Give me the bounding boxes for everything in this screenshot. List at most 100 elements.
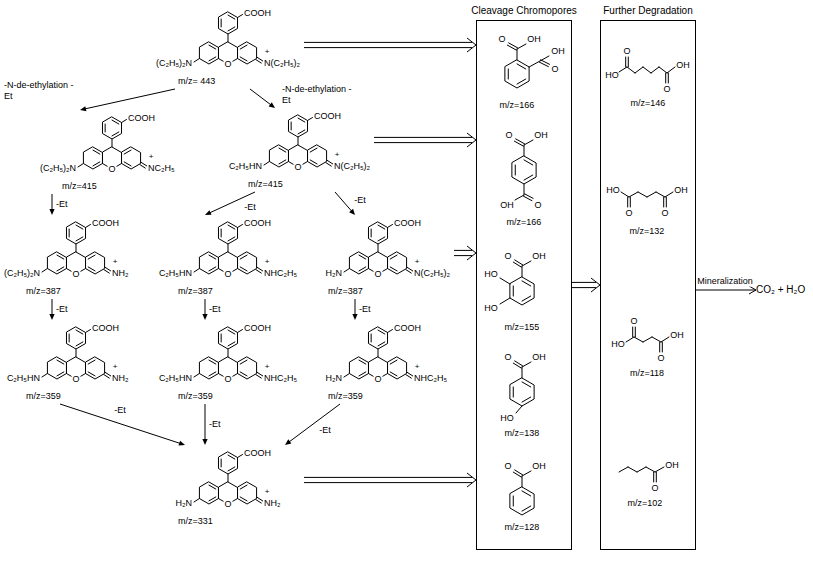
bond-line (653, 472, 654, 482)
bond-line (628, 57, 629, 67)
molecule-structure: COOHH₂NNHC₂H₅+Om/z=359 (304, 320, 454, 404)
bond-line (209, 497, 216, 501)
bond-line (522, 506, 531, 511)
reaction-arrow (696, 286, 756, 294)
bond-line (666, 197, 667, 207)
structure-lines (626, 327, 669, 352)
bond-line (209, 267, 216, 271)
molecule-structure: COOHH₂NN(C₂H₅)₂+Om/z=387 (304, 215, 454, 299)
bond-line (359, 372, 366, 376)
ring-line (388, 252, 407, 274)
bond-line (57, 267, 64, 271)
bond-line (524, 140, 533, 145)
ring-line (349, 357, 368, 379)
bond-line (643, 337, 652, 342)
bond-line (209, 255, 216, 259)
product-label: CO₂ + H₂O (756, 284, 807, 298)
ring-line (86, 357, 105, 379)
atom-label: CO₂ + H₂O (756, 284, 805, 296)
atom-label: COOH (244, 448, 271, 458)
bond-line (209, 360, 216, 364)
bond-line (634, 337, 643, 342)
bond-line (228, 244, 229, 252)
bond-line (76, 225, 83, 229)
bond-line (76, 342, 83, 346)
bond-line (635, 327, 636, 337)
bond-line (209, 485, 216, 489)
arrow-shaft (304, 42, 472, 43)
arrow-shaft (572, 282, 596, 283)
bond-line (637, 467, 646, 472)
bond-line (621, 192, 629, 197)
atom-label: NC₂H₅ (148, 163, 175, 173)
bond-line (515, 165, 516, 175)
reaction-arrow (60, 404, 185, 446)
bond-line (378, 330, 385, 334)
bond-line (659, 342, 660, 352)
arrow-shaft (205, 404, 206, 440)
ring-line (368, 327, 387, 349)
ring-line (388, 357, 407, 379)
atom-label: + (113, 362, 118, 371)
bond-line (228, 237, 235, 241)
atom-label: O (71, 374, 80, 384)
bond-line (228, 15, 235, 19)
bond-line (257, 497, 262, 501)
atom-label: O (223, 374, 232, 384)
arrow-shaft (454, 250, 472, 251)
atom-label: O (505, 130, 512, 140)
structure-lines (194, 452, 263, 504)
structure-drawing (2, 320, 152, 404)
bond-line (638, 192, 647, 197)
atom-label: m/z=102 (628, 498, 663, 508)
atom-label: O (223, 499, 232, 509)
atom-label: O (657, 353, 664, 363)
atom-label: C₂H₅HN (159, 268, 192, 278)
atom-label: NHC₂H₅ (414, 373, 447, 383)
ring-line (505, 60, 529, 88)
bond-line (69, 229, 70, 237)
bond-line (112, 139, 113, 147)
arrow-head (269, 102, 275, 108)
bond-line (194, 374, 199, 378)
bond-line (635, 67, 643, 73)
ring-line (238, 357, 257, 379)
bond-line (112, 132, 119, 136)
bond-line (298, 118, 305, 122)
structure-lines (619, 467, 664, 482)
atom-label: COOH (244, 323, 271, 333)
bond-line (209, 372, 216, 376)
ring-line (66, 327, 85, 349)
atom-label: m/z=359 (178, 391, 213, 401)
bond-line (88, 372, 95, 376)
bond-line (228, 455, 235, 459)
bond-line (647, 192, 656, 197)
structure-lines (500, 260, 534, 305)
atom-label: O (498, 34, 505, 44)
bond-line (112, 120, 119, 124)
ring-line (288, 115, 307, 137)
atom-label: + (265, 487, 270, 496)
bond-line (57, 372, 64, 376)
bond-line (522, 397, 531, 402)
bond-line (522, 491, 531, 496)
bond-line (256, 60, 261, 64)
ring-line (199, 482, 218, 504)
bond-line (378, 349, 379, 357)
atom-label: + (415, 362, 420, 371)
atom-label: O (663, 84, 670, 94)
arrow-shaft (335, 192, 352, 211)
atom-label: COOH (244, 8, 271, 18)
atom-label: + (113, 257, 118, 266)
hollow-arrow (304, 38, 476, 52)
bond-line (652, 337, 661, 342)
atom-label: O (293, 162, 302, 172)
atom-label: O (630, 316, 637, 326)
edge-label: -Et (209, 304, 221, 315)
arrow-shaft (85, 89, 175, 109)
bond-line (513, 262, 521, 267)
box-heading: Further Degradation (603, 5, 693, 17)
ring-line (238, 42, 257, 64)
